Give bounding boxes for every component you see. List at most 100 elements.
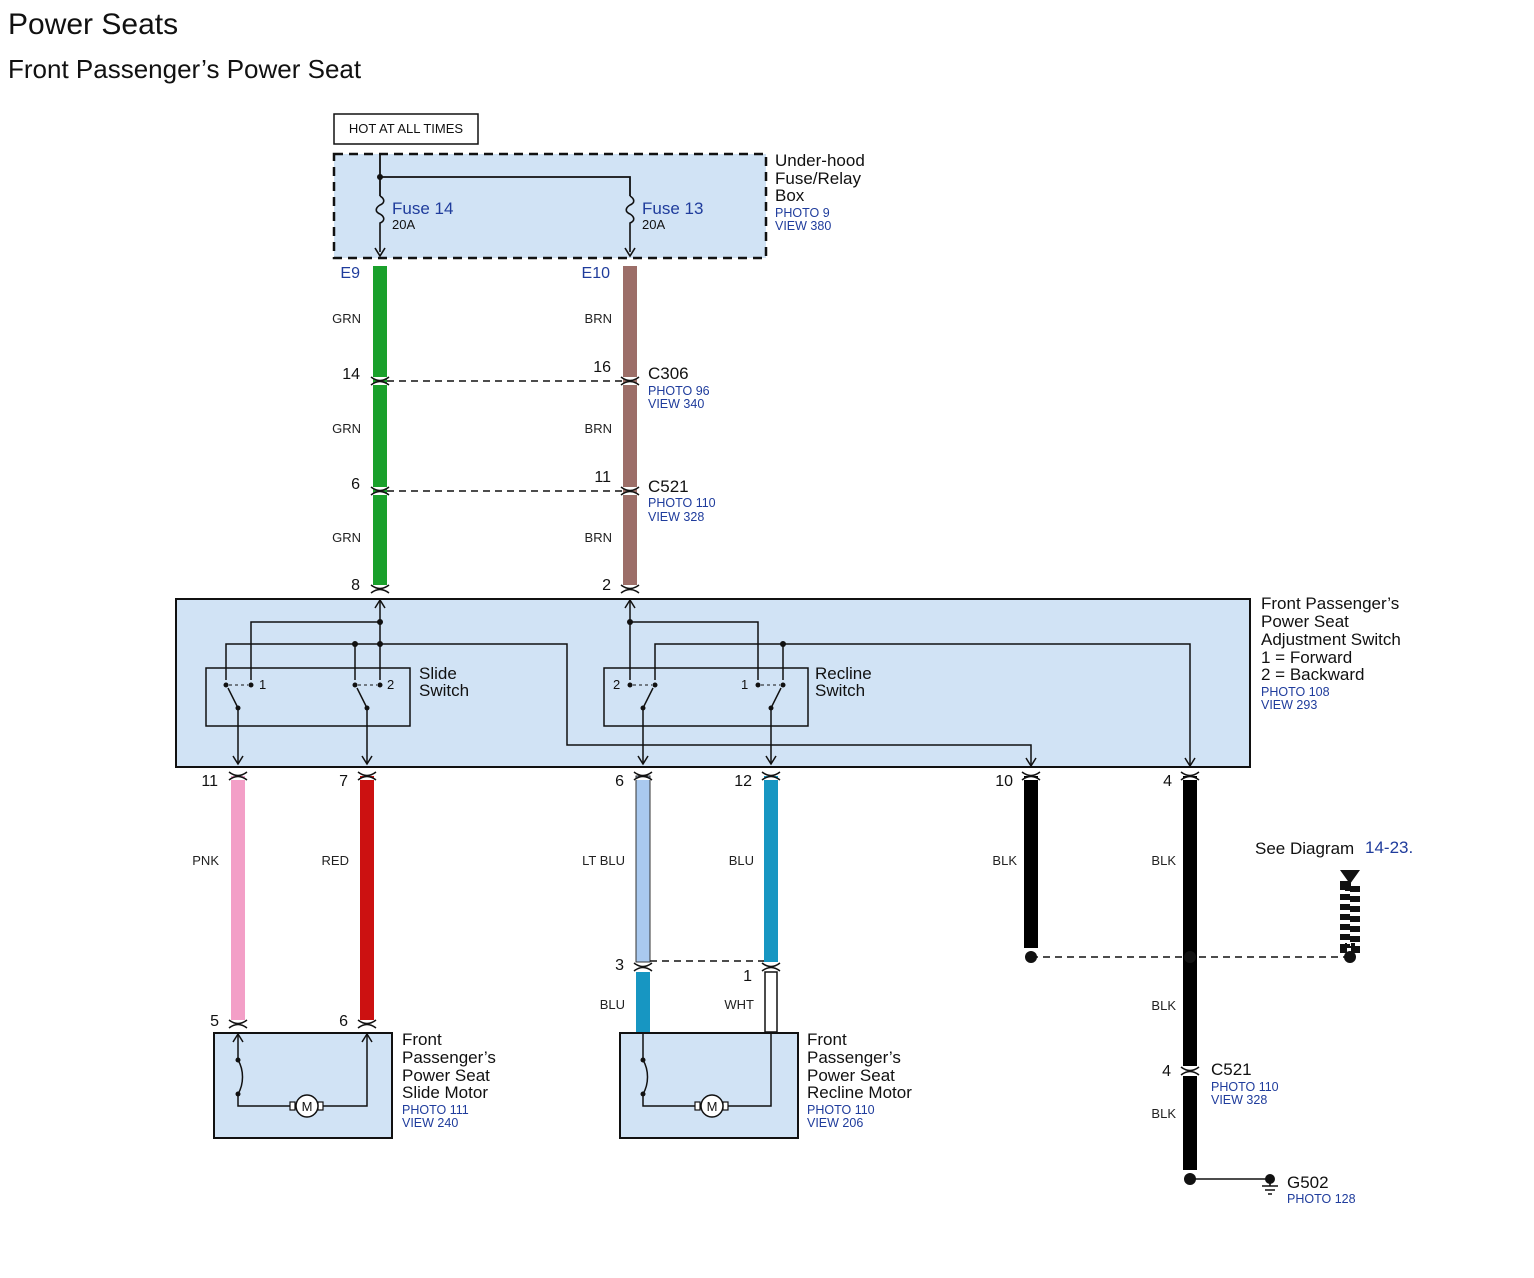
connector-cap: [633, 962, 653, 972]
see-diagram-arrow-icon[interactable]: [1340, 870, 1360, 884]
see-diagram-text: See Diagram: [1255, 839, 1354, 858]
blk-wire-4: [1183, 776, 1197, 1066]
adjustment-switch-photo: PHOTO 108: [1261, 685, 1330, 699]
c521-bottom-view: VIEW 328: [1211, 1093, 1267, 1107]
connector-cap: [228, 1019, 248, 1029]
blk-label-mid: BLK: [1151, 998, 1176, 1013]
slide-motor-name-2: Passenger’s: [402, 1048, 496, 1067]
splice-point: [1025, 951, 1037, 963]
fuse-14-label: Fuse 14: [392, 199, 453, 218]
adjustment-switch-name-2: Power Seat: [1261, 612, 1349, 631]
connector-cap: [357, 1019, 377, 1029]
connector-cap: [633, 771, 653, 781]
c521-bottom-pin-4: 4: [1162, 1063, 1171, 1080]
contact: [755, 682, 761, 688]
switch-blade: [770, 687, 782, 709]
output-pin-7: 7: [339, 773, 348, 790]
recline-output-wiring: [642, 708, 772, 764]
fuse-13-label: Fuse 13: [642, 199, 703, 218]
contact: [248, 682, 254, 688]
connector-cap: [620, 486, 640, 496]
slide-pos-1: 1: [259, 677, 266, 692]
connector-cap: [620, 584, 640, 594]
page-subtitle: Front Passenger’s Power Seat: [8, 54, 362, 84]
c306-name: C306: [648, 364, 689, 383]
recline-switch-box: [603, 667, 809, 727]
grn-label-2: GRN: [332, 421, 361, 436]
page-title: Power Seats: [8, 8, 179, 41]
ground-name: G502: [1287, 1173, 1329, 1192]
connector-bracket: [370, 376, 390, 386]
c521-view: VIEW 328: [648, 510, 704, 524]
grn-label-3: GRN: [332, 530, 361, 545]
fuse-13-rating: 20A: [642, 217, 665, 232]
motor-input-arrow: [232, 1032, 373, 1043]
adjustment-switch-view: VIEW 293: [1261, 698, 1317, 712]
motor-breaker-icon: [642, 1059, 649, 1095]
c521-bottom-name: C521: [1211, 1060, 1252, 1079]
connector-bracket: [357, 771, 377, 781]
recline-switch-wiring: [629, 600, 1191, 766]
contact: [352, 682, 358, 688]
slide-motor-symbol: M: [302, 1099, 313, 1114]
fuse-box-name-2: Fuse/Relay: [775, 169, 861, 188]
recline-joint-pin-1: 1: [743, 968, 752, 985]
fuse-bus-junction: [377, 174, 383, 180]
c521-name: C521: [648, 477, 689, 496]
grn-wire: [373, 266, 387, 586]
output-pin-12: 12: [734, 773, 752, 790]
pnk-wire: [231, 776, 245, 1022]
output-pin-11: 11: [201, 773, 218, 790]
fuse-14-icon: [375, 195, 385, 252]
recline-motor-wiring: [642, 1034, 772, 1107]
recline-joint-pin-3: 3: [615, 957, 624, 974]
connector-bracket: [633, 771, 653, 781]
c306-photo: PHOTO 96: [648, 384, 710, 398]
grn-label-1: GRN: [332, 311, 361, 326]
slide-motor-pin-6: 6: [339, 1013, 348, 1030]
recline-motor-name-4: Recline Motor: [807, 1083, 912, 1102]
motor-terminal: [694, 1101, 701, 1111]
connector-cap: [1180, 1066, 1200, 1076]
connector-bracket: [620, 584, 640, 594]
connector-cap: [1180, 771, 1200, 781]
c306-pin-16: 16: [593, 359, 611, 376]
connector-bracket: [357, 1019, 377, 1029]
ground-icon: [1262, 1179, 1278, 1195]
connector-cap: [620, 376, 640, 386]
hot-label-box: [333, 113, 479, 145]
recline-motor-symbol: M: [707, 1099, 718, 1114]
see-diagram-link[interactable]: 14-23.: [1365, 838, 1413, 857]
connector-bracket: [1180, 771, 1200, 781]
junction: [377, 641, 383, 647]
motor-breaker-icon: [237, 1059, 244, 1095]
contact: [377, 682, 383, 688]
recline-motor-name-1: Front: [807, 1030, 847, 1049]
adjustment-switch-box: [175, 598, 1251, 768]
slide-output-wiring: [237, 708, 368, 764]
connector-bracket: [370, 584, 390, 594]
connector-bracket: [633, 962, 653, 972]
adjustment-switch-name-1: Front Passenger’s: [1261, 594, 1399, 613]
contact: [780, 682, 786, 688]
recline-pos-2: 2: [613, 677, 620, 692]
fuse-box-name-3: Box: [775, 186, 805, 205]
connector-cap: [228, 771, 248, 781]
recline-motor-box: [619, 1032, 799, 1139]
wht-wire: [764, 971, 778, 1033]
blu-wire-upper: [764, 776, 778, 962]
contact: [652, 682, 658, 688]
c306-pin-14: 14: [342, 366, 360, 383]
connector-cap: [370, 376, 390, 386]
brn-label-3: BRN: [585, 530, 612, 545]
slide-motor-name-1: Front: [402, 1030, 442, 1049]
ground-photo: PHOTO 128: [1287, 1192, 1356, 1206]
connector-cap: [370, 486, 390, 496]
connector-bracket: [620, 486, 640, 496]
hot-label: HOT AT ALL TIMES: [349, 121, 463, 136]
fuse-14-arrow: [374, 247, 386, 258]
blu-label-lower: BLU: [600, 997, 625, 1012]
recline-motor-icon: [700, 1094, 724, 1118]
see-diagram-continuation: [1340, 881, 1360, 953]
blk-label-4: BLK: [1151, 853, 1176, 868]
